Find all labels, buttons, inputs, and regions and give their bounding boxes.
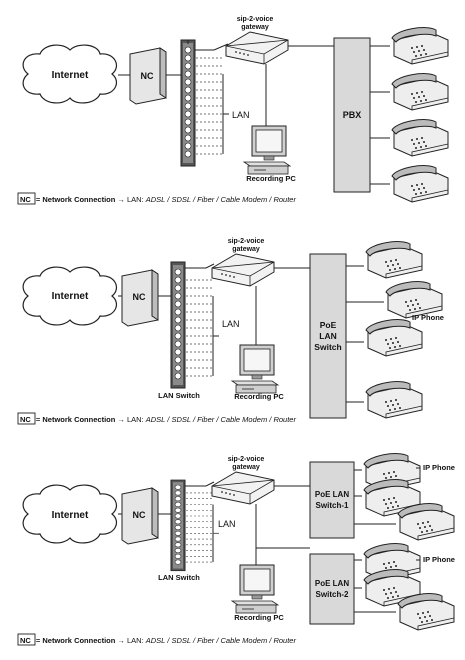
caption-3: NC = Network Connection → LAN: ADSL / SD… [17, 633, 296, 646]
gateway-label-line2: gateway [241, 24, 269, 31]
caption-lan: LAN: [125, 415, 146, 424]
phone [391, 73, 449, 111]
nc-label: NC [133, 292, 146, 302]
diagram-1-pbx: Internet NC LAN sip-2-voice gateway Reco… [22, 16, 449, 203]
caption-lan: LAN: [125, 195, 146, 204]
ip-phone-label: IP Phone [412, 313, 444, 322]
ip-phone [397, 503, 455, 541]
recording-pc-label: Recording PC [234, 613, 284, 622]
sip-2-voice-gateway [225, 31, 289, 65]
caption-bold: = Network Connection → [34, 636, 125, 645]
lan-switch-label: LAN Switch [158, 391, 200, 400]
ip-phone-label-2: IP Phone [423, 555, 455, 564]
lan-label: LAN [222, 319, 240, 329]
poe-switch-label-line3: Switch [314, 342, 341, 352]
caption-2: NC = Network Connection → LAN: ADSL / SD… [17, 412, 296, 425]
caption-italic: ADSL / SDSL / Fiber / Cable Modem / Rout… [145, 195, 297, 204]
caption-italic: ADSL / SDSL / Fiber / Cable Modem / Rout… [145, 415, 297, 424]
recording-pc [231, 344, 279, 394]
poe-switch-label-line1: PoE [320, 320, 337, 330]
gateway-label-line2: gateway [232, 464, 260, 471]
pbx-box [333, 37, 371, 193]
gateway-label-line1: sip-2-voice [228, 456, 265, 463]
recording-pc-label: Recording PC [246, 174, 296, 183]
internet-label: Internet [52, 70, 89, 81]
gateway-label-line1: sip-2-voice [237, 16, 274, 23]
internet-label: Internet [52, 291, 89, 302]
svg-text:NC = Network Connection → LAN:: NC = Network Connection → LAN: ADSL / SD… [20, 195, 296, 204]
caption-nc: NC [20, 636, 31, 645]
phone [391, 27, 449, 65]
nc-label: NC [141, 71, 154, 81]
sip-2-voice-gateway [211, 253, 275, 287]
ip-phone [365, 381, 423, 419]
phone [391, 119, 449, 157]
diagram-3-two-poe-switches: Internet NC LAN LAN Switch sip-2-voice g… [22, 453, 455, 631]
poe-lan-switch-2-box [309, 553, 355, 625]
lan-switch-label: LAN Switch [158, 573, 200, 582]
svg-text:NC = Network Connection → LAN:: NC = Network Connection → LAN: ADSL / SD… [20, 415, 296, 424]
caption-1: NC = Network Connection → LAN: ADSL / SD… [17, 192, 296, 205]
caption-bold: = Network Connection → [34, 415, 125, 424]
poe-lan-switch-1-box [309, 461, 355, 539]
poe-lan-switch-box [309, 253, 347, 419]
lan-label: LAN [232, 110, 250, 120]
sip-2-voice-gateway [211, 471, 275, 505]
recording-pc-label: Recording PC [234, 392, 284, 401]
caption-bold: = Network Connection → [34, 195, 125, 204]
internet-label: Internet [52, 510, 89, 521]
poe-switch-1-label-line2: Switch-1 [316, 501, 349, 510]
phone [391, 165, 449, 203]
ip-phone [397, 593, 455, 631]
ip-phone-label-1: IP Phone [423, 463, 455, 472]
gateway-label-line1: sip-2-voice [228, 238, 265, 245]
diagram-2-poe-switch: Internet NC LAN LAN Switch sip-2-voice g… [22, 238, 444, 419]
poe-switch-2-label-line2: Switch-2 [316, 590, 349, 599]
lan-switch-strip [170, 261, 220, 389]
ip-phone [365, 241, 423, 279]
caption-lan: LAN: [125, 636, 146, 645]
lan-label: LAN [218, 519, 236, 529]
poe-switch-2-label-line1: PoE LAN [315, 579, 349, 588]
poe-switch-1-label-line1: PoE LAN [315, 490, 349, 499]
lan-switch-strip [180, 39, 230, 167]
recording-pc [243, 125, 291, 175]
caption-italic: ADSL / SDSL / Fiber / Cable Modem / Rout… [145, 636, 297, 645]
nc-label: NC [133, 510, 146, 520]
poe-switch-label-line2: LAN [319, 331, 336, 341]
recording-pc [231, 564, 279, 614]
caption-nc: NC [20, 415, 31, 424]
gateway-label-line2: gateway [232, 246, 260, 253]
svg-text:NC = Network Connection → LAN:: NC = Network Connection → LAN: ADSL / SD… [20, 636, 296, 645]
ip-phone [365, 319, 423, 357]
pbx-label: PBX [343, 110, 362, 120]
caption-nc: NC [20, 195, 31, 204]
